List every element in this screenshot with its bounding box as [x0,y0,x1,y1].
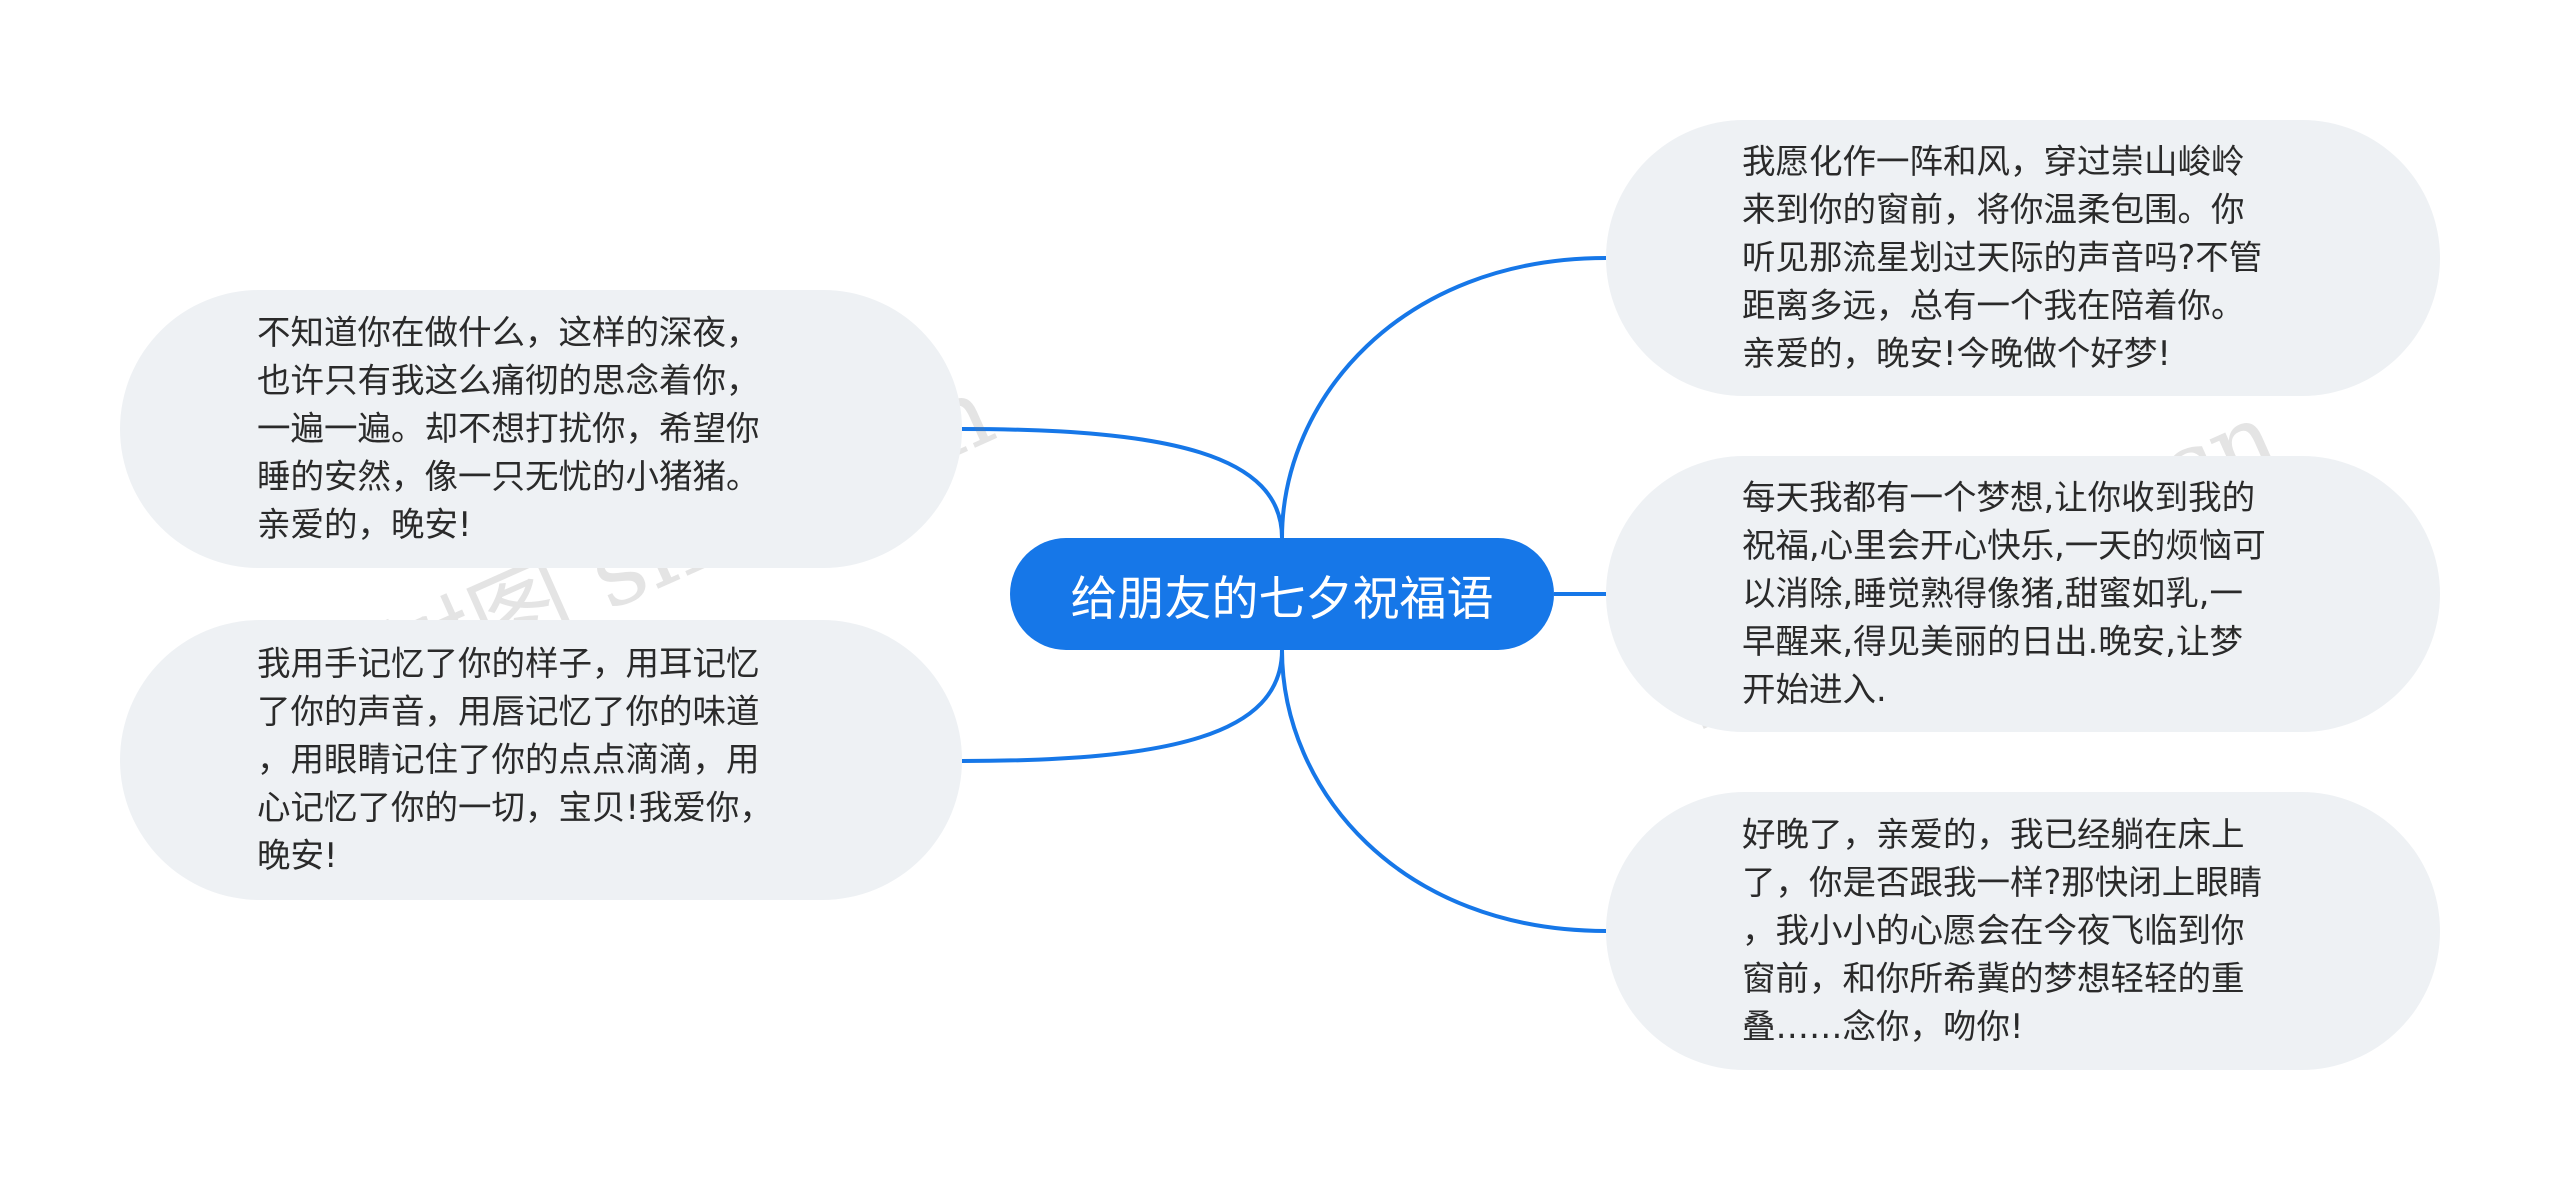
right-branch-node-2[interactable]: 每天我都有一个梦想,让你收到我的 祝福,心里会开心快乐,一天的烦恼可 以消除,睡… [1606,456,2440,732]
connector-root-to-right-3 [1280,649,1607,933]
connector-root-to-right-1 [1280,256,1607,539]
root-topic[interactable]: 给朋友的七夕祝福语 [1010,538,1554,650]
connector-root-to-left-2 [961,649,1284,763]
left-branch-node-2[interactable]: 我用手记忆了你的样子，用耳记忆 了你的声音，用唇记忆了你的味道 ，用眼睛记住了你… [120,620,962,900]
connector-root-to-left-1 [961,427,1284,539]
right-branch-text-3: 好晚了，亲爱的，我已经躺在床上 了，你是否跟我一样?那快闭上眼睛 ，我小小的心愿… [1742,815,2263,1046]
right-branch-text-1: 我愿化作一阵和风，穿过崇山峻岭 来到你的窗前，将你温柔包围。你 听见那流星划过天… [1742,142,2263,373]
left-branch-text-2: 我用手记忆了你的样子，用耳记忆 了你的声音，用唇记忆了你的味道 ，用眼睛记住了你… [257,644,773,875]
right-branch-node-3[interactable]: 好晚了，亲爱的，我已经躺在床上 了，你是否跟我一样?那快闭上眼睛 ，我小小的心愿… [1606,792,2440,1070]
left-branch-text-1: 不知道你在做什么，这样的深夜， 也许只有我这么痛彻的思念着你， 一遍一遍。却不想… [257,313,760,544]
right-branch-text-2: 每天我都有一个梦想,让你收到我的 祝福,心里会开心快乐,一天的烦恼可 以消除,睡… [1742,478,2266,709]
right-branch-node-1[interactable]: 我愿化作一阵和风，穿过崇山峻岭 来到你的窗前，将你温柔包围。你 听见那流星划过天… [1606,120,2440,396]
left-branch-node-1[interactable]: 不知道你在做什么，这样的深夜， 也许只有我这么痛彻的思念着你， 一遍一遍。却不想… [120,290,962,568]
